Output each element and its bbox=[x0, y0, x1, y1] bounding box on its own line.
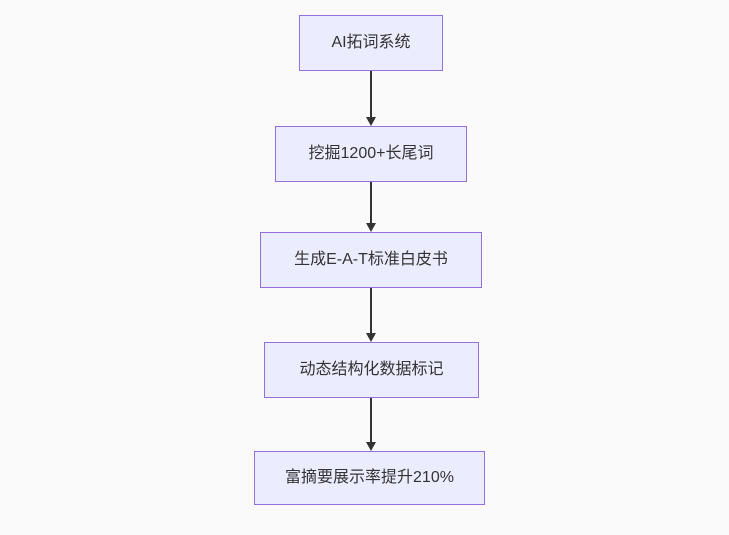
arrow-down-icon bbox=[366, 288, 376, 342]
arrow-down-icon bbox=[366, 398, 376, 451]
flowchart-node-structured-data-markup: 动态结构化数据标记 bbox=[264, 342, 479, 398]
node-label: AI拓词系统 bbox=[331, 34, 411, 52]
arrow-down-icon bbox=[366, 71, 376, 126]
flowchart-node-ai-expansion-system: AI拓词系统 bbox=[299, 15, 443, 71]
flowchart-node-eat-whitepaper: 生成E-A-T标准白皮书 bbox=[260, 232, 482, 288]
node-label: 挖掘1200+长尾词 bbox=[308, 145, 434, 163]
flowchart-node-longtail-mining: 挖掘1200+长尾词 bbox=[275, 126, 467, 182]
node-label: 生成E-A-T标准白皮书 bbox=[294, 251, 448, 269]
node-label: 动态结构化数据标记 bbox=[299, 361, 444, 379]
arrow-down-icon bbox=[366, 182, 376, 232]
node-label: 富摘要展示率提升210% bbox=[285, 469, 454, 487]
flowchart-node-rich-snippet-uplift: 富摘要展示率提升210% bbox=[254, 451, 485, 505]
